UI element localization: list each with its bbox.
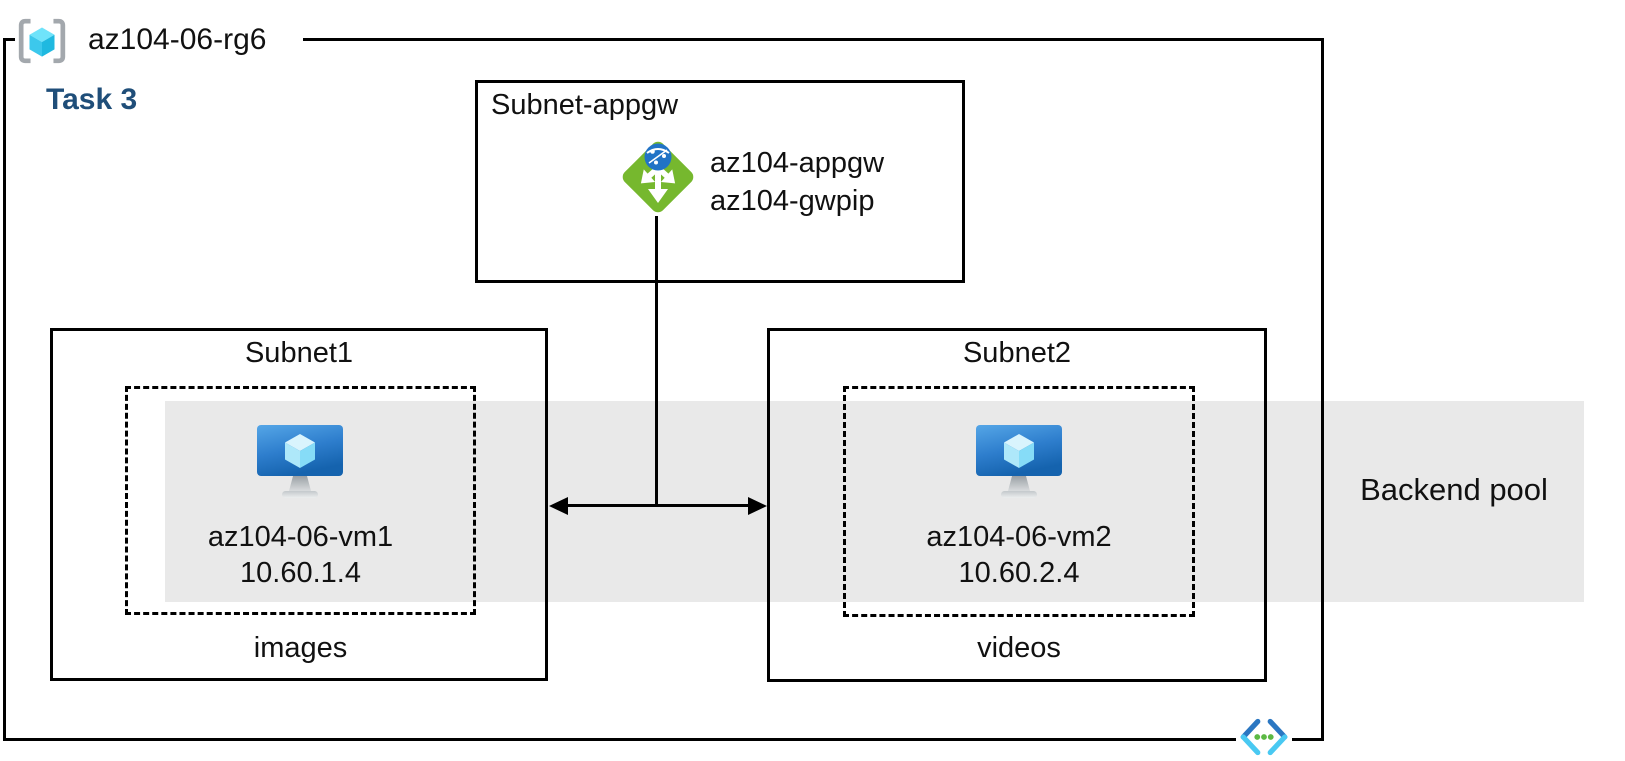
- resource-group-border-gap: [15, 34, 303, 45]
- subnet-appgw-box: [475, 80, 965, 283]
- resource-group-title: az104-06-rg6: [88, 23, 267, 56]
- vm2-name-label: az104-06-vm2: [926, 521, 1112, 553]
- appgw-pip-label: az104-gwpip: [710, 185, 875, 217]
- backend-pool-label: Backend pool: [1360, 472, 1548, 507]
- subnet1-title: Subnet1: [244, 337, 354, 369]
- subnet-appgw-title: Subnet-appgw: [491, 89, 679, 121]
- subnet2-folder-label: videos: [977, 632, 1061, 664]
- vm1-name-label: az104-06-vm1: [207, 521, 394, 553]
- resource-group-icon: [18, 18, 66, 64]
- resource-group-box: [3, 38, 1324, 741]
- arrowhead-right-icon: [748, 497, 767, 515]
- vm1-ip-label: 10.60.1.4: [240, 557, 361, 589]
- subnet2-vm-group-box: [843, 386, 1195, 617]
- appgw-name-label: az104-appgw: [710, 147, 885, 179]
- task-label: Task 3: [46, 83, 138, 116]
- backend-pool-band: [165, 401, 1584, 602]
- subnet2-box: [767, 328, 1267, 682]
- vm2-ip-label: 10.60.2.4: [958, 557, 1080, 589]
- appgw-labels: az104-appgw az104-gwpip: [710, 144, 884, 220]
- subnet1-vm-group-box: [125, 386, 476, 615]
- subnet1-box: [50, 328, 548, 681]
- appgw-connector-line: [655, 216, 658, 506]
- arrowhead-left-icon: [549, 497, 568, 515]
- virtual-network-icon: [1236, 714, 1292, 760]
- virtual-machine-icon: [257, 425, 343, 498]
- subnet-connector-line: [556, 504, 756, 507]
- subnet1-folder-label: images: [253, 632, 348, 664]
- application-gateway-icon: [622, 141, 694, 213]
- virtual-machine-icon: [976, 425, 1062, 498]
- subnet2-title: Subnet2: [962, 337, 1072, 369]
